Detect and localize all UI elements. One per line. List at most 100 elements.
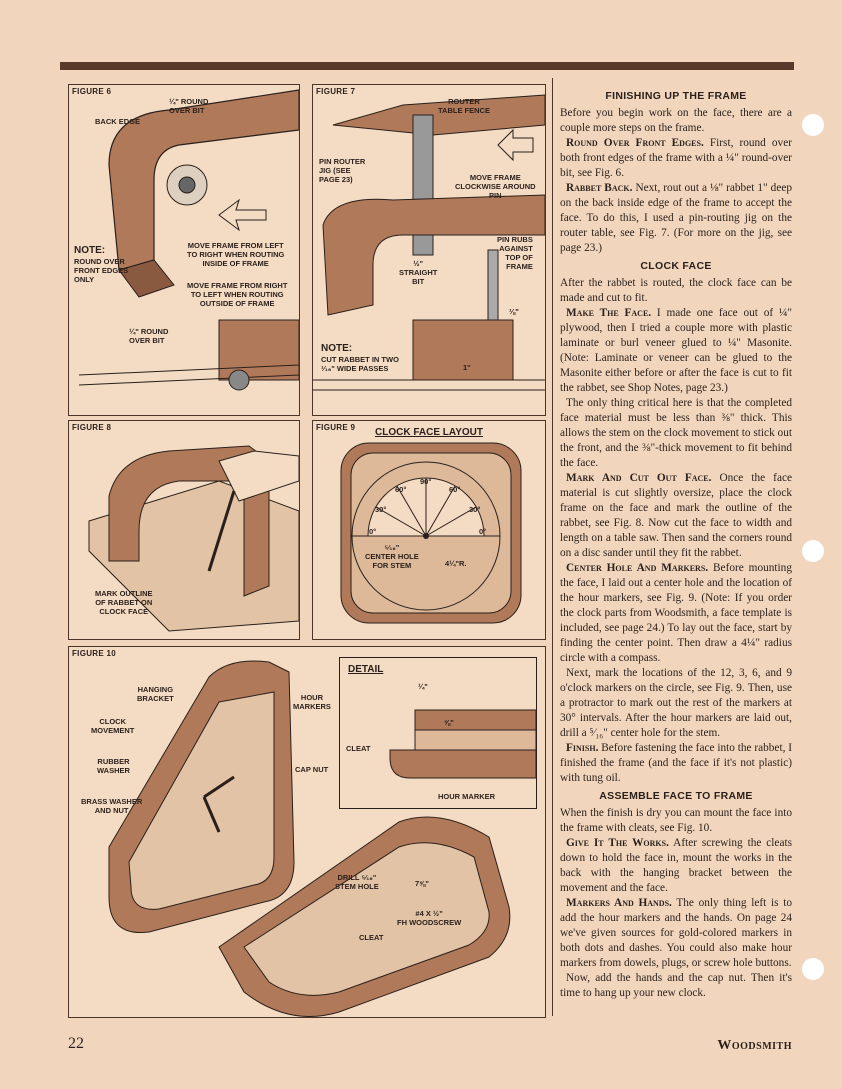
deg-0: 0° — [479, 527, 487, 536]
callout-move-left: MOVE FRAME FROM LEFT TO RIGHT WHEN ROUTI… — [187, 241, 285, 268]
run-in-heading: Rabbet Back. — [566, 182, 633, 194]
deg-60: 60° — [449, 485, 461, 494]
callout-move-clockwise: MOVE FRAME CLOCKWISE AROUND PIN — [455, 173, 536, 200]
paragraph: Mark And Cut Out Face. Once the face mat… — [560, 471, 792, 561]
callout-cap-nut: CAP NUT — [295, 765, 329, 774]
figure-label: FIGURE 10 — [72, 649, 117, 658]
callout-pin-jig: PIN ROUTER JIG (SEE PAGE 23) — [319, 157, 366, 184]
paragraph-text: Before fastening the face into the rabbe… — [560, 742, 792, 784]
callout-hour-marker: HOUR MARKER — [438, 792, 496, 801]
note-text: ROUND OVER FRONT EDGES ONLY — [74, 257, 129, 284]
figure-7: FIGURE 7 ROUTER TABLE FENCE PIN ROUTER J… — [312, 84, 546, 416]
note-title: NOTE: — [321, 343, 353, 354]
paragraph: Center Hole And Markers. Before mounting… — [560, 561, 792, 666]
paragraph: Before you begin work on the face, there… — [560, 107, 792, 134]
paragraph-text: The only thing left is to add the hour m… — [560, 897, 792, 969]
article-column: FINISHING UP THE FRAME Before you begin … — [560, 86, 792, 1001]
paragraph: Rabbet Back. Next, rout out a ⅛" rabbet … — [560, 181, 792, 256]
figure-label: FIGURE 6 — [72, 87, 112, 96]
callout-clock-movement: CLOCK MOVEMENT — [91, 717, 135, 735]
callout-round-over-bit: ¼" ROUND OVER BIT — [169, 97, 209, 115]
figure-6: FIGURE 6 ¼" ROUND OVER BIT BACK EDGE MOV… — [68, 84, 300, 416]
deg-60: 60° — [395, 485, 407, 494]
figure-label: FIGURE 8 — [72, 423, 112, 432]
section-heading: CLOCK FACE — [640, 260, 712, 272]
callout-center-hole: ⁵⁄₁₆" CENTER HOLE FOR STEM — [365, 543, 419, 570]
callout-cleat: CLEAT — [359, 933, 384, 942]
dim-one-inch: 1" — [463, 363, 471, 372]
callout-rubber-washer: RUBBER WASHER — [97, 757, 130, 775]
figure-9: FIGURE 9 CLOCK FACE LAYOUT 90° 60° 60° 3… — [312, 420, 546, 640]
figure-8-drawing — [88, 445, 299, 632]
paragraph: Round Over Front Edges. First, round ove… — [560, 136, 792, 181]
note: NOTE: ROUND OVER FRONT EDGES ONLY — [74, 245, 128, 284]
detail-title: DETAIL — [348, 664, 384, 675]
dim-seven-five-eighths: 7⅝" — [415, 879, 429, 888]
paragraph-text: I made one face out of ¼" plywood, then … — [560, 307, 792, 394]
callout-screw: #4 x ½" Fh WOODSCREW — [397, 909, 462, 927]
callout-straight-bit: ½" STRAIGHT BIT — [399, 259, 438, 286]
top-rule — [60, 62, 794, 70]
column-divider — [552, 78, 553, 1016]
section-heading: FINISHING UP THE FRAME — [605, 90, 747, 102]
callout-hour-markers: HOUR MARKERS — [293, 693, 331, 711]
callout-cleat: CLEAT — [346, 744, 371, 753]
deg-0: 0° — [369, 527, 377, 536]
callout-hanging-bracket: HANGING BRACKET — [137, 685, 174, 703]
detail-drawing — [389, 709, 536, 779]
binder-hole — [802, 114, 824, 136]
paragraph-text: First, round over both front edges of th… — [560, 137, 792, 179]
paragraph: Now, add the hands and the cap nut. Then… — [560, 972, 792, 999]
paragraph: Make The Face. I made one face out of ¼"… — [560, 306, 792, 396]
binder-hole — [802, 958, 824, 980]
run-in-heading: Mark And Cut Out Face. — [566, 472, 712, 484]
figure-8: FIGURE 8 MARK OUTLINE OF RABBET ON CLOCK… — [68, 420, 300, 640]
figure-label: FIGURE 9 — [316, 423, 356, 432]
paragraph: After the rabbet is routed, the clock fa… — [560, 277, 792, 304]
figure-6-drawing — [78, 89, 299, 391]
paragraph: The only thing critical here is that the… — [560, 397, 792, 469]
section-heading: ASSEMBLE FACE TO FRAME — [599, 790, 753, 802]
figure-7-drawing — [313, 94, 545, 391]
dim-one-quarter: ¼" — [418, 682, 428, 691]
paragraph: Give It The Works. After screwing the cl… — [560, 836, 792, 896]
callout-pin-rubs: PIN RUBS AGAINST TOP OF FRAME — [497, 235, 533, 271]
figure-10-drawing — [108, 660, 511, 1017]
run-in-heading: Finish. — [566, 742, 599, 754]
note-text: CUT RABBET IN TWO ¹⁄₁₆" WIDE PASSES — [321, 355, 399, 373]
note: NOTE: CUT RABBET IN TWO ¹⁄₁₆" WIDE PASSE… — [321, 343, 399, 373]
callout-radius: 4¼"R. — [445, 559, 467, 568]
deg-30: 30° — [469, 505, 481, 514]
deg-30: 30° — [375, 505, 387, 514]
callout-back-edge: BACK EDGE — [95, 117, 141, 126]
page-number: 22 — [68, 1035, 84, 1052]
paragraph: Markers And Hands. The only thing left i… — [560, 896, 792, 971]
paragraph-text: Next, rout out a ⅛" rabbet 1" deep on th… — [560, 182, 792, 254]
deg-90: 90° — [420, 477, 432, 486]
callout-drill-stem: DRILL ⁵⁄₁₆" STEM HOLE — [335, 873, 379, 891]
callout-router-fence: ROUTER TABLE FENCE — [438, 97, 490, 115]
figure-label: FIGURE 7 — [316, 87, 356, 96]
figure-10: FIGURE 10 DETAIL ¼" ⅝" CLEAT HOUR MARKER… — [68, 646, 546, 1018]
figure-9-title: CLOCK FACE LAYOUT — [375, 427, 483, 438]
callout-brass-washer: BRASS WASHER AND NUT — [81, 797, 143, 815]
figure-9-drawing — [340, 442, 522, 624]
callout-mark-outline: MARK OUTLINE OF RABBET ON CLOCK FACE — [95, 589, 153, 616]
callout-round-over-bit-2: ¼" ROUND OVER BIT — [129, 327, 169, 345]
paragraph: When the finish is dry you can mount the… — [560, 807, 792, 834]
run-in-heading: Center Hole And Markers. — [566, 562, 709, 574]
paragraph-text: Once the face material is cut slightly o… — [560, 472, 792, 559]
paragraph-text: After screwing the cleats down to hold t… — [560, 837, 792, 894]
magazine-name: Woodsmith — [717, 1038, 792, 1053]
paragraph: Next, mark the locations of the 12, 3, 6… — [560, 667, 792, 739]
paragraph-text: Before mounting the face, I laid out a c… — [560, 562, 792, 664]
dim-five-eighths: ⅝" — [444, 718, 454, 727]
note-title: NOTE: — [74, 245, 106, 256]
run-in-heading: Round Over Front Edges. — [566, 137, 704, 149]
run-in-heading: Markers And Hands. — [566, 897, 672, 909]
binder-hole — [802, 540, 824, 562]
dim-one-eighth: ⅛" — [509, 307, 519, 316]
run-in-heading: Make The Face. — [566, 307, 652, 319]
detail-box: DETAIL ¼" ⅝" CLEAT HOUR MARKER — [339, 657, 537, 809]
run-in-heading: Give It The Works. — [566, 837, 669, 849]
